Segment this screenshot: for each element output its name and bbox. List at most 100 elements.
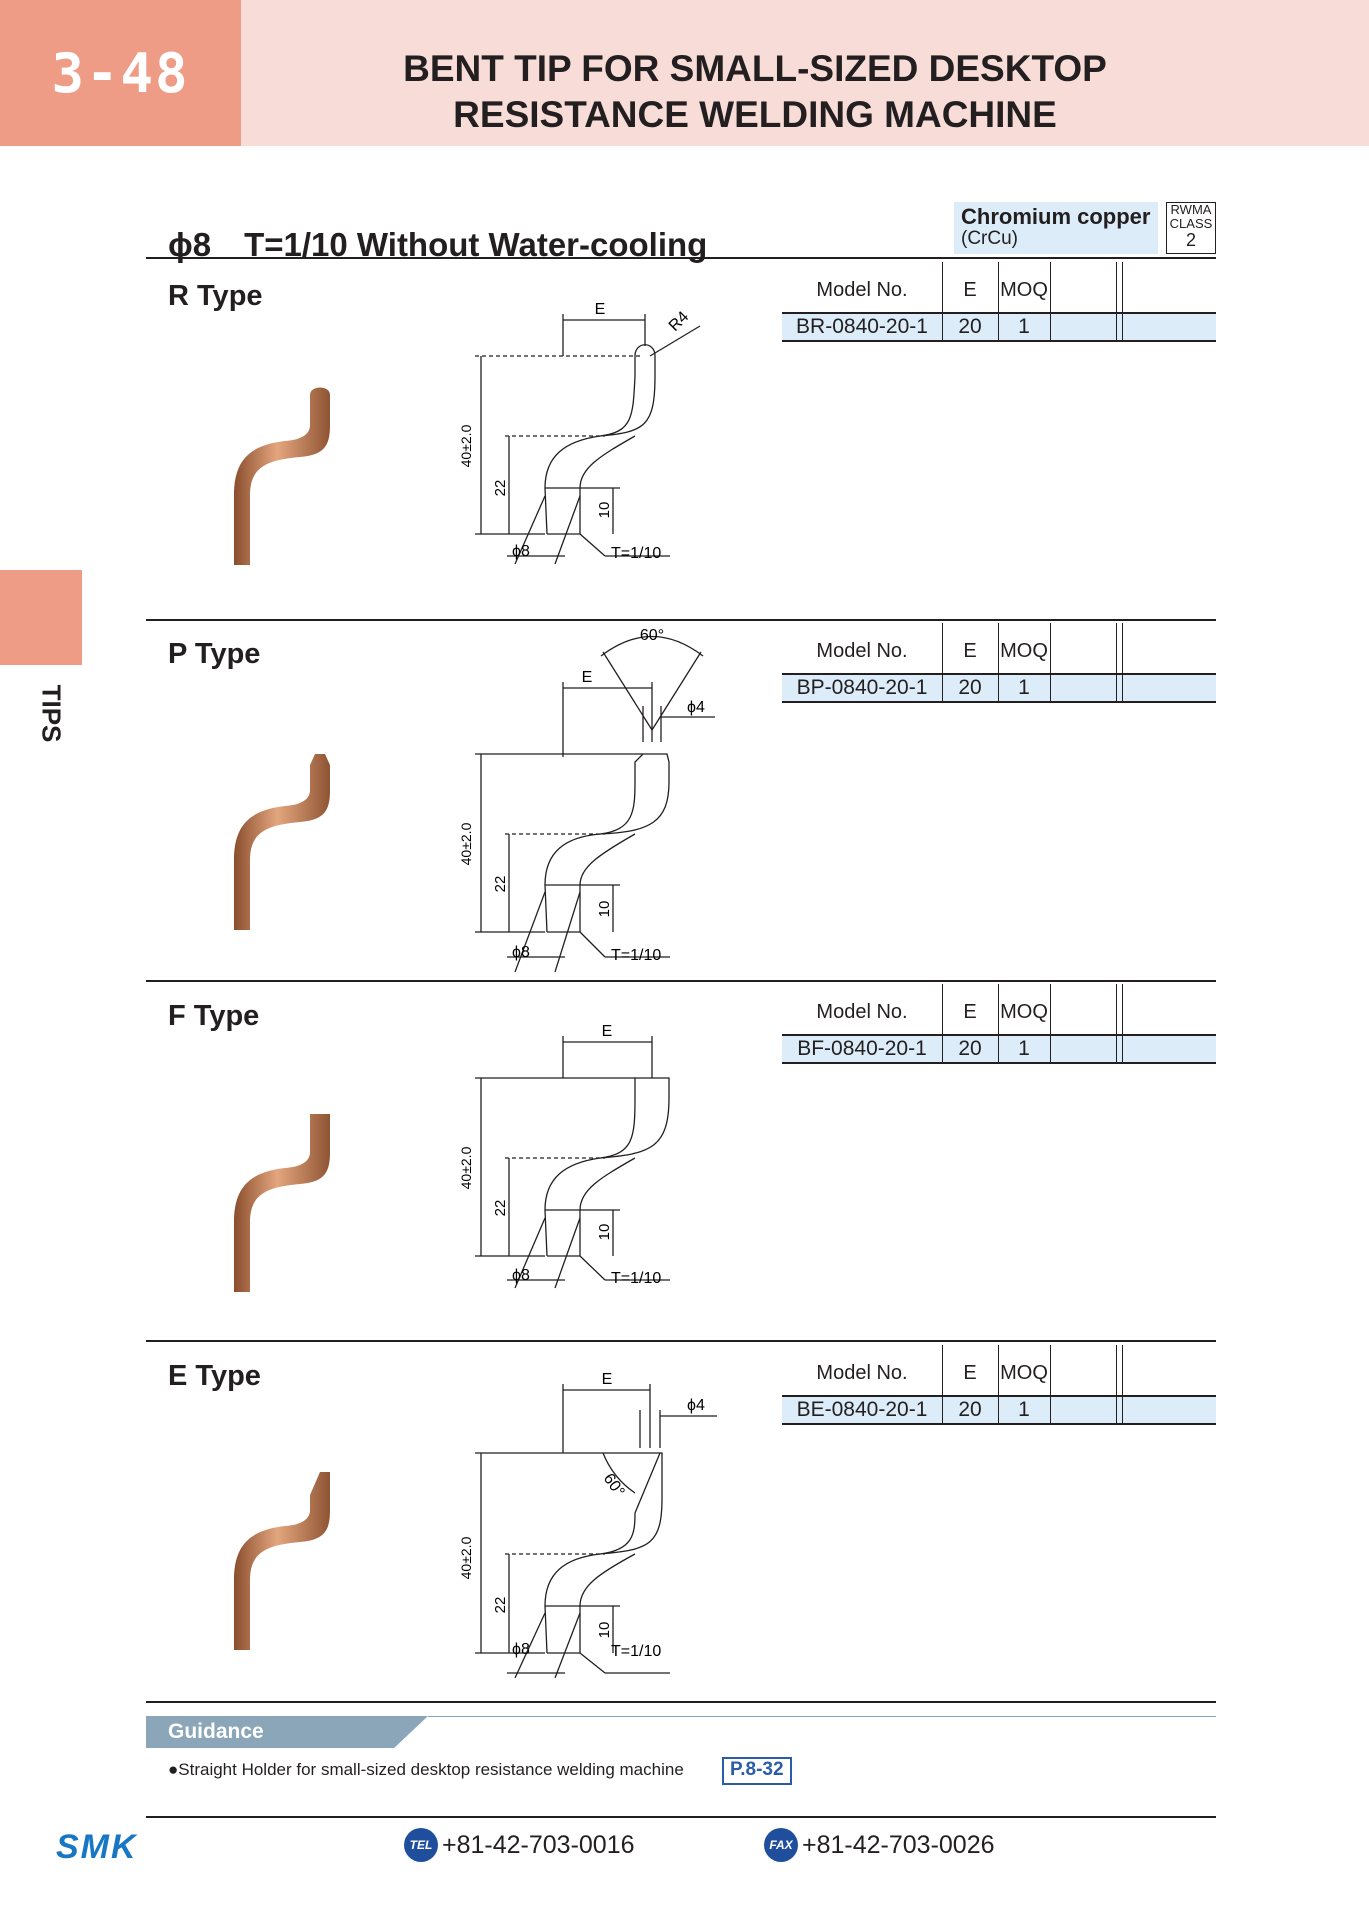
- material-sub: (CrCu): [961, 228, 1018, 249]
- side-tab-label: TIPS: [36, 684, 67, 743]
- class-number: 2: [1185, 230, 1196, 250]
- drawing-f: E 40±2.0 22 10 ϕ8 T=1/10: [458, 1023, 670, 1289]
- dim-overall: 40±2.0: [458, 424, 474, 467]
- block-rule: [146, 980, 1216, 982]
- dim-overall: 40±2.0: [458, 1536, 474, 1579]
- cell-e: 20: [958, 1037, 982, 1060]
- page-title-line1: BENT TIP FOR SMALL-SIZED DESKTOP: [403, 48, 1107, 89]
- material-box: [954, 202, 1158, 254]
- header-model: Model No.: [816, 278, 908, 301]
- company-logo: SMK: [56, 1828, 138, 1866]
- dim-taper: T=1/10: [611, 1270, 661, 1287]
- block-rule: [146, 1701, 1216, 1703]
- header-e: E: [963, 1361, 977, 1384]
- dim-taper: T=1/10: [611, 1643, 661, 1660]
- cell-moq: 1: [1018, 1037, 1030, 1060]
- spec-table-r: Model No. E MOQ BR-0840-20-1 20 1: [782, 262, 1216, 342]
- type-title-e: E Type: [168, 1360, 261, 1392]
- header-moq: MOQ: [1000, 278, 1048, 301]
- header-e: E: [963, 639, 977, 662]
- dim-tip-dia: ϕ4: [687, 699, 705, 716]
- cell-moq: 1: [1018, 315, 1030, 338]
- dim-mid: 22: [492, 480, 509, 497]
- spec-table-p: Model No. E MOQ BP-0840-20-1 20 1: [782, 623, 1216, 703]
- tip-photo-p: [234, 754, 330, 930]
- dim-dia: ϕ8: [512, 1267, 530, 1284]
- page-title-line2: RESISTANCE WELDING MACHINE: [453, 94, 1057, 135]
- dim-dia: ϕ8: [512, 543, 530, 560]
- drawing-r: E R4 40±2.0 22 10 ϕ8 T=1/10: [458, 301, 701, 565]
- cell-model: BR-0840-20-1: [796, 315, 928, 338]
- cell-model: BP-0840-20-1: [796, 676, 928, 699]
- dim-base: 10: [596, 1622, 613, 1639]
- table-row: BF-0840-20-1 20 1: [782, 984, 1216, 1064]
- cell-e: 20: [958, 1398, 982, 1421]
- spec-table-e: Model No. E MOQ BE-0840-20-1 20 1: [782, 1345, 1216, 1425]
- dim-mid: 22: [492, 1597, 509, 1614]
- dim-e: E: [602, 1023, 613, 1040]
- class-line2: CLASS: [1169, 216, 1213, 231]
- drawing-p: 60° E ϕ4 40±2.0 22 10 ϕ8 T=1/10: [458, 627, 715, 973]
- cell-moq: 1: [1018, 1398, 1030, 1421]
- table-header-row: Model No. E MOQ: [782, 623, 1216, 673]
- header-moq: MOQ: [1000, 1361, 1048, 1384]
- table-row: BR-0840-20-1 20 1: [782, 262, 1216, 342]
- tip-photo-f: [234, 1114, 330, 1292]
- dim-overall: 40±2.0: [458, 1146, 474, 1189]
- type-title-f: F Type: [168, 1000, 260, 1032]
- section-rule: [146, 257, 1216, 259]
- dim-e: E: [582, 669, 593, 686]
- section-title: ϕ8 T=1/10 Without Water-cooling: [168, 226, 708, 263]
- page-number: 3-48: [0, 0, 241, 146]
- dim-angle: 60°: [640, 627, 664, 644]
- header-e: E: [963, 1000, 977, 1023]
- guidance-text: ●Straight Holder for small-sized desktop…: [168, 1760, 684, 1779]
- cell-model: BF-0840-20-1: [797, 1037, 927, 1060]
- fax-number: FAX +81-42-703-0026: [764, 1828, 995, 1862]
- dim-base: 10: [596, 1224, 613, 1241]
- table-row: BP-0840-20-1 20 1: [782, 623, 1216, 703]
- cell-moq: 1: [1018, 676, 1030, 699]
- guidance-line: [428, 1716, 1216, 1717]
- rwma-class-box: RWMA CLASS 2: [1166, 202, 1216, 254]
- page-ref-link[interactable]: P.8-32: [722, 1757, 792, 1785]
- dim-overall: 40±2.0: [458, 822, 474, 865]
- dim-base: 10: [596, 502, 613, 519]
- tel-number: TEL +81-42-703-0016: [404, 1828, 635, 1862]
- fax-icon: FAX: [764, 1828, 798, 1862]
- dim-mid: 22: [492, 1200, 509, 1217]
- dim-mid: 22: [492, 876, 509, 893]
- tip-photo-e: [234, 1472, 330, 1650]
- header-moq: MOQ: [1000, 639, 1048, 662]
- side-tab: [0, 570, 82, 665]
- table-header-row: Model No. E MOQ: [782, 1345, 1216, 1395]
- dim-dia: ϕ8: [512, 944, 530, 961]
- table-row: BE-0840-20-1 20 1: [782, 1345, 1216, 1425]
- header-model: Model No.: [816, 639, 908, 662]
- cell-model: BE-0840-20-1: [796, 1398, 928, 1421]
- cell-e: 20: [958, 676, 982, 699]
- dim-dia: ϕ8: [512, 1641, 530, 1658]
- dim-angle: 60°: [600, 1471, 628, 1501]
- type-title-p: P Type: [168, 638, 261, 670]
- header-e: E: [963, 278, 977, 301]
- page-title: BENT TIP FOR SMALL-SIZED DESKTOP RESISTA…: [241, 46, 1269, 138]
- dim-e: E: [595, 301, 606, 318]
- material-name: Chromium copper: [961, 204, 1151, 229]
- block-rule: [146, 1340, 1216, 1342]
- tip-photo-r: [234, 387, 330, 565]
- header-model: Model No.: [816, 1361, 908, 1384]
- dim-r4: R4: [666, 308, 693, 335]
- cell-e: 20: [958, 315, 982, 338]
- class-line1: RWMA: [1170, 202, 1212, 217]
- block-rule: [146, 619, 1216, 621]
- dim-tip-dia: ϕ4: [687, 1397, 705, 1414]
- drawing-e: E ϕ4 60° 40±2.0 22 10 ϕ8 T=1/10: [458, 1371, 717, 1678]
- header-model: Model No.: [816, 1000, 908, 1023]
- dim-taper: T=1/10: [611, 947, 661, 964]
- footer-rule: [146, 1816, 1216, 1818]
- table-header-row: Model No. E MOQ: [782, 262, 1216, 312]
- spec-table-f: Model No. E MOQ BF-0840-20-1 20 1: [782, 984, 1216, 1064]
- tel-icon: TEL: [404, 1828, 438, 1862]
- guidance-tab: Guidance: [146, 1716, 428, 1748]
